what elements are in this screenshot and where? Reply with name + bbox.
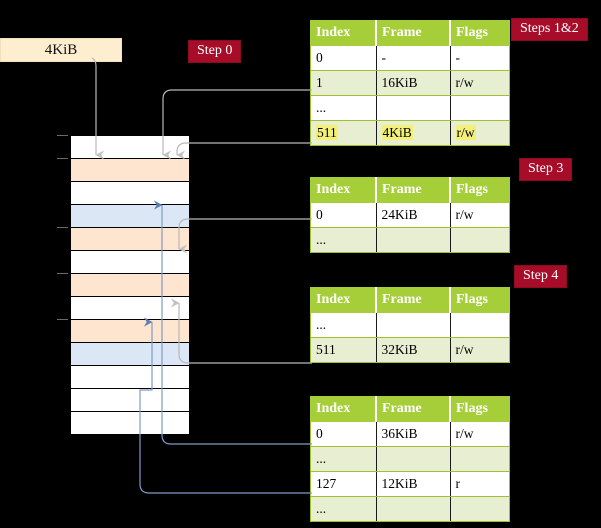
wire-l4-row1-to-memory — [162, 89, 312, 160]
cell-frame — [375, 446, 451, 472]
cell-index: ... — [310, 312, 377, 338]
wire-l1-row127-to-memory — [139, 317, 312, 494]
table-row: 511 4KiB r/w — [310, 120, 510, 146]
wire-request-to-memory — [91, 57, 105, 160]
cell-flags: r/w — [449, 337, 510, 363]
cell-index: 0 — [310, 202, 377, 228]
memory-block — [70, 411, 190, 435]
column-header-flags: Flags — [449, 396, 510, 422]
column-header-frame: Frame — [375, 20, 451, 46]
column-header-frame: Frame — [375, 287, 451, 313]
table-row: ... — [310, 227, 510, 253]
cell-frame: 36KiB — [375, 421, 451, 447]
column-header-flags: Flags — [449, 20, 510, 46]
cell-flags — [449, 496, 510, 522]
highlighted-value: r/w — [455, 125, 476, 140]
cell-frame: - — [375, 45, 451, 71]
column-header-frame: Frame — [375, 177, 451, 203]
cell-flags: r/w — [449, 70, 510, 96]
column-header-index: Index — [310, 396, 377, 422]
wire-l1-row0-to-memory — [153, 200, 312, 445]
cell-flags — [449, 95, 510, 121]
step-label-steps12: Steps 1&2 — [512, 19, 587, 40]
memory-scale-tick — [57, 227, 68, 228]
highlighted-value: 511 — [316, 125, 338, 140]
cell-flags: - — [449, 45, 510, 71]
cell-index: 511 — [310, 337, 377, 363]
wire-l3-row0-to-memory — [178, 218, 312, 254]
step-label-step4: Step 4 — [515, 266, 567, 287]
cell-index: 511 — [310, 120, 377, 146]
cell-frame: 16KiB — [375, 70, 451, 96]
memory-block — [70, 365, 190, 389]
cell-frame — [375, 312, 451, 338]
cell-frame — [375, 95, 451, 121]
cell-flags — [449, 446, 510, 472]
wire-l4-row511-to-memory — [176, 142, 312, 160]
table-row: ... — [310, 496, 510, 522]
step-label-step0: Step 0 — [189, 41, 241, 62]
cell-index: 0 — [310, 45, 377, 71]
cell-frame — [375, 496, 451, 522]
memory-scale-tick — [57, 273, 68, 274]
column-header-index: Index — [310, 20, 377, 46]
highlighted-value: 4KiB — [381, 125, 413, 140]
wire-l2-row511-to-memory — [170, 298, 312, 364]
column-header-frame: Frame — [375, 396, 451, 422]
cell-index: 0 — [310, 421, 377, 447]
cell-flags: r/w — [449, 421, 510, 447]
memory-scale-tick — [57, 135, 68, 136]
cell-frame: 32KiB — [375, 337, 451, 363]
cell-frame: 12KiB — [375, 471, 451, 497]
memory-block — [70, 158, 190, 182]
cell-flags: r/w — [449, 120, 510, 146]
allocation-request-box: 4KiB — [0, 38, 122, 62]
cell-index: ... — [310, 496, 377, 522]
column-header-flags: Flags — [449, 287, 510, 313]
table-row: ... — [310, 312, 510, 338]
cell-flags: r/w — [449, 202, 510, 228]
memory-block — [70, 181, 190, 205]
table-row: ... — [310, 446, 510, 472]
cell-flags — [449, 312, 510, 338]
allocation-request-label: 4KiB — [44, 42, 78, 58]
memory-block — [70, 227, 190, 251]
cell-index: ... — [310, 227, 377, 253]
memory-scale-tick — [57, 319, 68, 320]
cell-index: 127 — [310, 471, 377, 497]
memory-scale-tick — [57, 158, 68, 159]
table-row: 0-- — [310, 45, 510, 71]
cell-flags: r — [449, 471, 510, 497]
cell-flags — [449, 227, 510, 253]
cell-frame: 4KiB — [375, 120, 451, 146]
column-header-index: Index — [310, 287, 377, 313]
cell-index: ... — [310, 446, 377, 472]
cell-index: 1 — [310, 70, 377, 96]
cell-frame — [375, 227, 451, 253]
column-header-index: Index — [310, 177, 377, 203]
memory-block — [70, 296, 190, 320]
step-label-step3: Step 3 — [520, 159, 572, 180]
cell-frame: 24KiB — [375, 202, 451, 228]
